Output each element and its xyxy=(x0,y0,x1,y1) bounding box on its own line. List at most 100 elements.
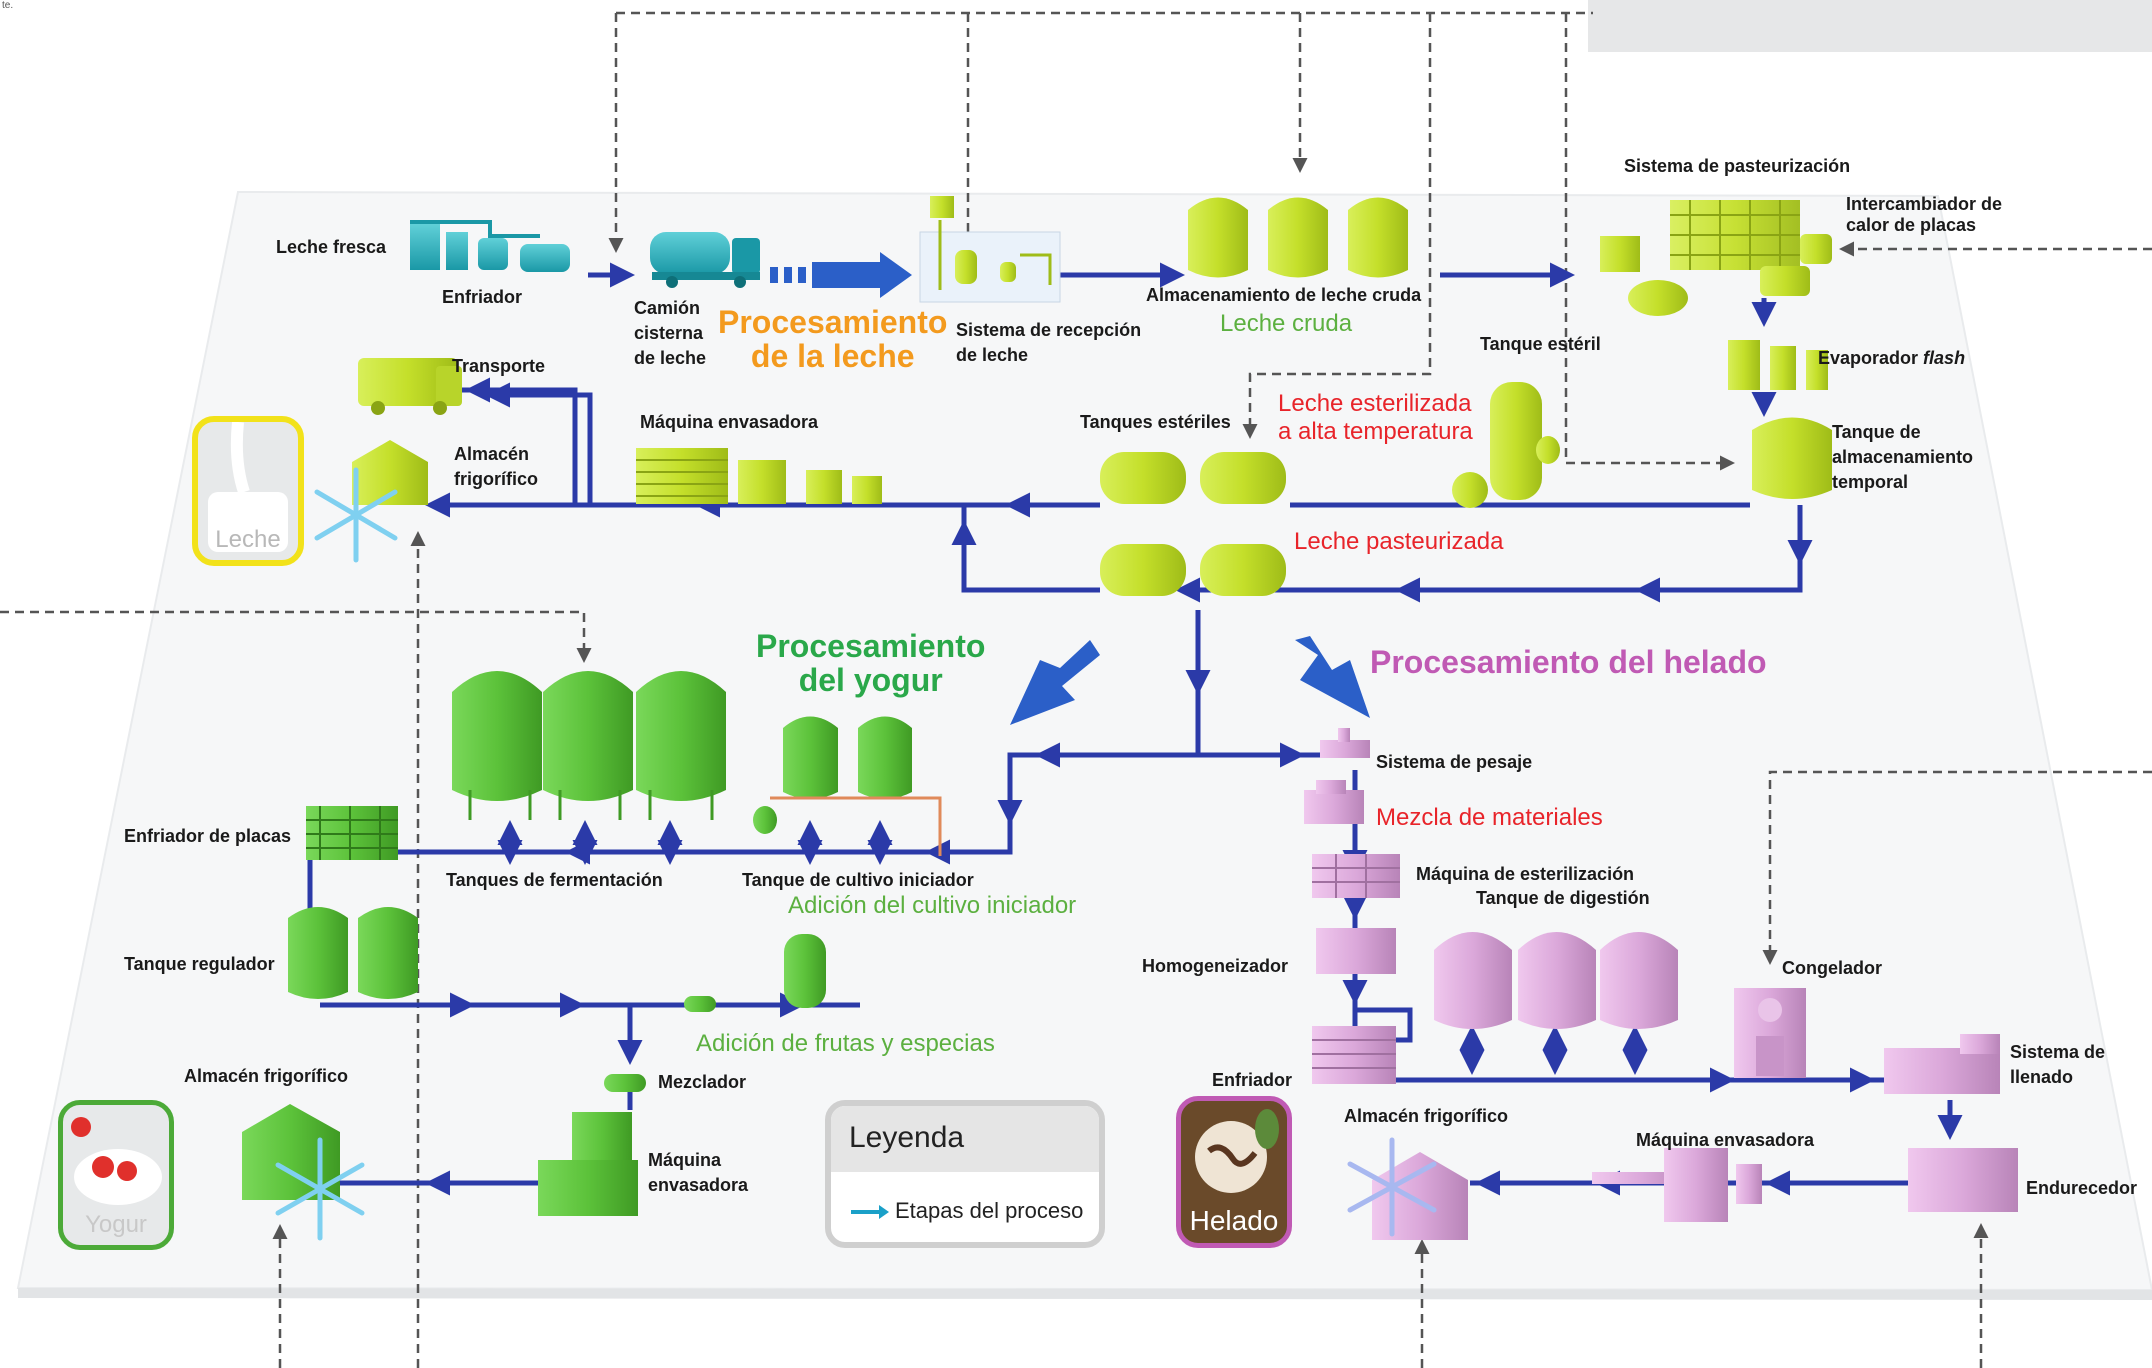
legend-title: Leyenda xyxy=(831,1106,1099,1172)
label-maquina-envasadora-icecream: Máquina envasadora xyxy=(1636,1130,1815,1150)
hardener xyxy=(1908,1148,2018,1212)
legend-box: Leyenda Etapas del proceso xyxy=(825,1100,1105,1248)
label-leche-esterilizada-line2: a alta temperatura xyxy=(1278,417,1473,445)
mixing-unit xyxy=(1304,780,1364,824)
milk-snowflake xyxy=(314,467,398,563)
flash-evaporator xyxy=(1728,340,1828,390)
label-leche-fresca: Leche fresca xyxy=(276,237,387,257)
homogenizer xyxy=(1316,928,1396,974)
reception-equipment xyxy=(919,196,1061,303)
label-mezclador: Mezclador xyxy=(658,1072,747,1092)
label-leche-cruda: Leche cruda xyxy=(1220,310,1353,337)
label-leche-esterilizada-line1: Leche esterilizada xyxy=(1278,390,1472,417)
yogurt-snowflake xyxy=(275,1137,365,1241)
flow-arrows xyxy=(770,252,1370,725)
temporary-tank xyxy=(1752,417,1832,499)
product-milk-label: Leche xyxy=(215,526,281,553)
dashed-links xyxy=(0,11,2152,1368)
label-sistema-pasteurizacion: Sistema de pasteurización xyxy=(1624,156,1851,176)
label-tanque-cultivo: Tanque de cultivo iniciador xyxy=(742,870,974,890)
enfriador-equipment xyxy=(410,220,570,272)
process-arrow-icon xyxy=(851,1205,889,1220)
raw-milk-tanks xyxy=(1188,197,1408,278)
label-transporte: Transporte xyxy=(452,356,546,376)
sterile-tanks-horizontal xyxy=(1100,452,1286,596)
milk-equipment xyxy=(314,196,1832,596)
label-almacen-frigorifico-milk: Almacén frigorífico xyxy=(454,444,538,489)
yogurt-equipment xyxy=(242,671,942,1241)
icecream-snowflake xyxy=(1347,1137,1437,1237)
label-enfriador-placas: Enfriador de placas xyxy=(124,826,292,846)
label-enfriador-milk: Enfriador xyxy=(442,287,523,307)
label-leche-esterilizada: Leche esterilizada a alta temperatura xyxy=(1278,390,1473,445)
label-camion-cisterna: Camión cisterna de leche xyxy=(634,298,707,368)
title-milk-line2: de la leche xyxy=(750,337,915,374)
label-enfriador-icecream: Enfriador xyxy=(1212,1070,1293,1090)
label-tanques-esteriles: Tanques estériles xyxy=(1080,412,1231,432)
title-milk-processing: Procesamiento de la leche xyxy=(718,304,948,374)
icecream-packaging-machine xyxy=(1592,1148,1762,1222)
title-yogurt-line1: Procesamiento xyxy=(756,628,986,664)
legend-item-label: Etapas del proceso xyxy=(895,1198,1084,1223)
label-sistema-llenado: Sistema de llenado xyxy=(2010,1042,2106,1087)
product-icecream-label: Helado xyxy=(1189,1205,1279,1236)
label-mezcla-materiales: Mezcla de materiales xyxy=(1376,804,1603,831)
product-yogurt-image: Yogur xyxy=(58,1100,174,1250)
corner-grey-box xyxy=(1588,0,2152,52)
milk-tanker-truck xyxy=(650,232,760,288)
corner-text: te. xyxy=(2,0,14,11)
label-maquina-envasadora-milk: Máquina envasadora xyxy=(640,412,819,432)
label-tanques-fermentacion: Tanques de fermentación xyxy=(446,870,663,890)
product-yogurt-label: Yogur xyxy=(85,1211,147,1238)
transport-truck xyxy=(358,358,462,415)
label-sistema-pesaje: Sistema de pesaje xyxy=(1376,752,1533,772)
sterilization-machine xyxy=(1312,854,1400,898)
plate-cooler xyxy=(306,806,398,860)
yogurt-cold-store xyxy=(242,1104,340,1200)
fermentation-tanks xyxy=(452,671,726,820)
icecream-equipment xyxy=(1304,728,2018,1240)
label-tanque-esteril: Tanque estéril xyxy=(1480,334,1601,354)
title-icecream-processing: Procesamiento del helado xyxy=(1370,644,1767,680)
label-leche-pasteurizada: Leche pasteurizada xyxy=(1294,528,1504,555)
label-flash: flash xyxy=(1923,348,1966,368)
label-evaporador: Evaporador xyxy=(1818,348,1919,368)
label-adicion-cultivo: Adición del cultivo iniciador xyxy=(788,892,1077,919)
sterile-tank xyxy=(1452,382,1560,508)
label-maquina-envasadora-yogurt: Máquina envasadora xyxy=(648,1150,749,1195)
label-endurecedor: Endurecedor xyxy=(2026,1178,2138,1198)
fruit-tank xyxy=(784,934,826,1008)
label-adicion-frutas: Adición de frutas y especias xyxy=(696,1030,995,1057)
filling-system xyxy=(1884,1034,2000,1094)
title-yogurt-line2: del yogur xyxy=(798,661,943,698)
milk-cold-store xyxy=(352,440,428,505)
label-tanque-regulador: Tanque regulador xyxy=(124,954,275,974)
label-tanque-almacenamiento-temporal: Tanque de almacenamiento temporal xyxy=(1832,422,1974,492)
icecream-scoop-icon xyxy=(1195,1109,1279,1193)
label-sistema-recepcion: Sistema de recepción de leche xyxy=(956,320,1142,365)
title-milk-line1: Procesamiento xyxy=(718,304,948,340)
process-pipes xyxy=(307,262,2000,1196)
label-maquina-esterilizacion: Máquina de esterilización xyxy=(1416,864,1635,884)
buffer-tanks xyxy=(288,907,418,999)
milk-glass-icon xyxy=(208,422,288,552)
label-intercambiador: Intercambiador de calor de placas xyxy=(1846,194,2003,235)
pasteurization-system xyxy=(1600,200,1832,316)
title-yogurt-processing: Procesamiento del yogur xyxy=(756,628,986,698)
icecream-cold-store xyxy=(1372,1152,1468,1240)
label-tanque-digestion: Tanque de digestión xyxy=(1476,888,1650,908)
icecream-cooler xyxy=(1312,1026,1396,1084)
label-homogeneizador: Homogeneizador xyxy=(1142,956,1289,976)
yogurt-bowl-icon xyxy=(71,1117,162,1205)
label-almacen-frigorifico-icecream: Almacén frigorífico xyxy=(1344,1106,1509,1126)
label-almacen-frigorifico-yogurt: Almacén frigorífico xyxy=(184,1066,349,1086)
mixer xyxy=(604,1074,646,1092)
starter-culture-tanks xyxy=(753,716,942,856)
yogurt-packaging-machine xyxy=(538,1112,638,1216)
label-almacenamiento-leche-cruda: Almacenamiento de leche cruda xyxy=(1146,285,1422,305)
legend-item: Etapas del proceso xyxy=(851,1196,1083,1226)
product-icecream-image: Helado xyxy=(1176,1096,1292,1248)
label-evaporador-flash: Evaporador flash xyxy=(1818,346,1965,371)
